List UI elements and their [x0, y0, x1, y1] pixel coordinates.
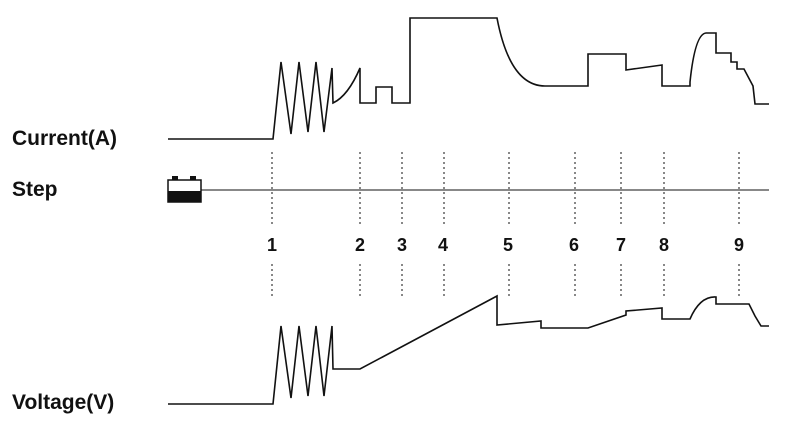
current-curve [168, 17, 769, 140]
step-number-2: 2 [354, 235, 365, 255]
step-number-5: 5 [502, 235, 513, 255]
step-number-4: 4 [437, 235, 448, 255]
voltage-curve [168, 294, 769, 405]
battery-icon [167, 176, 202, 203]
step-number-8: 8 [658, 235, 669, 255]
step-number-6: 6 [568, 235, 579, 255]
step-markers-upper [271, 152, 740, 224]
step-number-3: 3 [396, 235, 407, 255]
step-label: Step [12, 178, 58, 201]
step-number-1: 1 [266, 235, 277, 255]
step-markers-lower [271, 264, 740, 298]
step-number-7: 7 [615, 235, 626, 255]
step-number-9: 9 [733, 235, 744, 255]
voltage-label: Voltage(V) [12, 391, 115, 414]
current-label: Current(A) [12, 127, 117, 150]
